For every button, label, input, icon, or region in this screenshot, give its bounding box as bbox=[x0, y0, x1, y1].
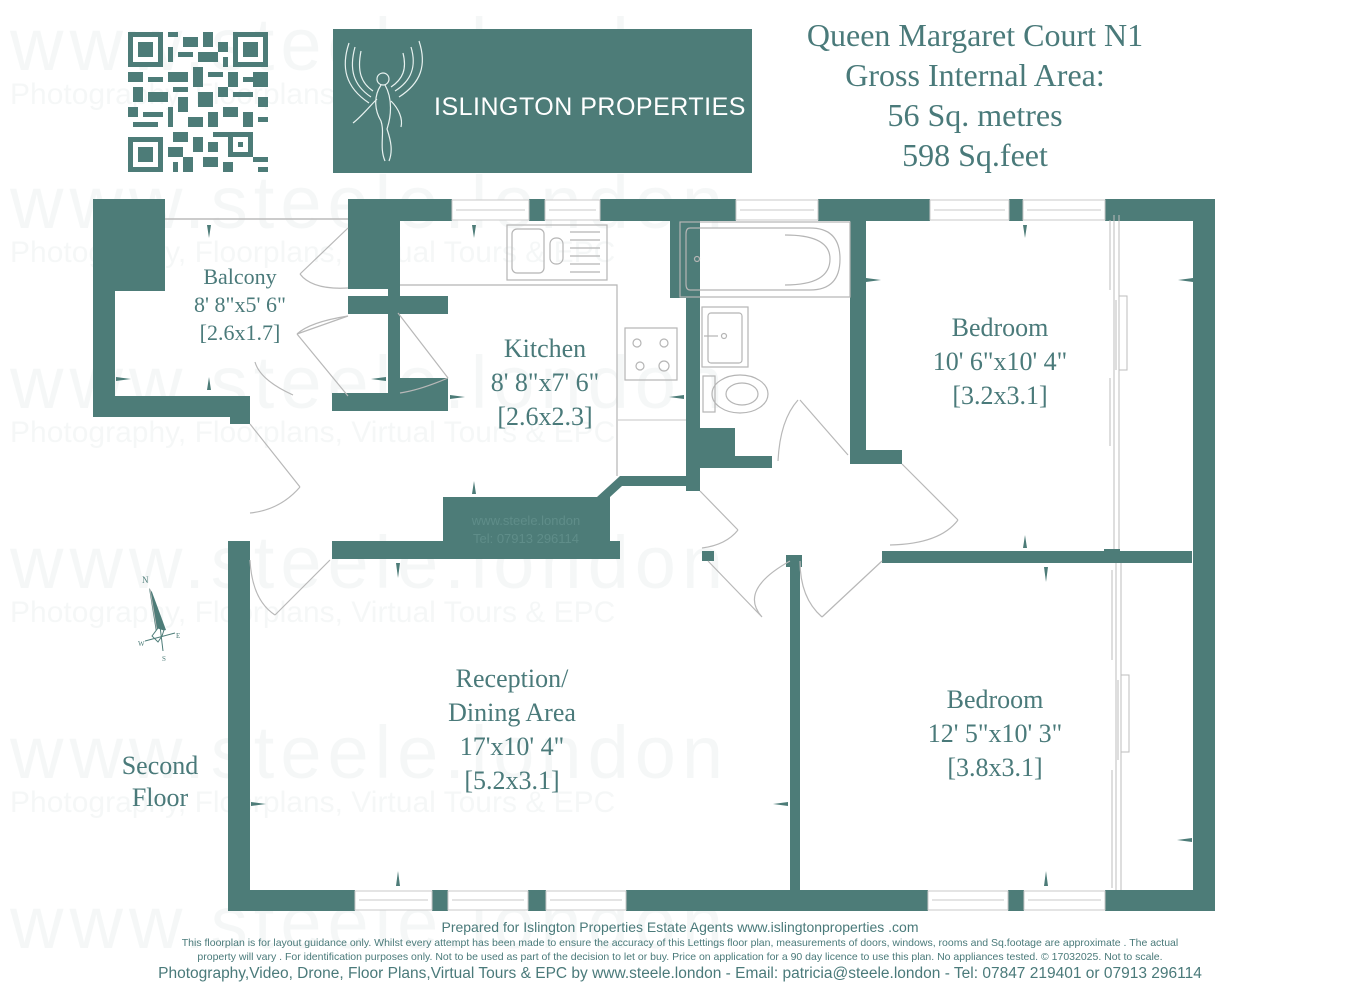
door-icon bbox=[254, 361, 294, 396]
credits-text: Photography,Video, Drone, Floor Plans,Vi… bbox=[158, 965, 1202, 982]
windows bbox=[354, 199, 1106, 911]
kitchen-sink-icon bbox=[506, 224, 608, 281]
room-dimensions-imperial: 10' 6"x10' 4" bbox=[932, 347, 1068, 376]
door-icon bbox=[397, 312, 449, 394]
walls bbox=[93, 199, 1215, 911]
washbasin-icon bbox=[701, 306, 749, 368]
room-name: Reception/ bbox=[455, 664, 569, 693]
disclaimer-line-2: property will vary . For identification … bbox=[197, 951, 1163, 963]
property-title-block: Queen Margaret Court N1 Gross Internal A… bbox=[760, 15, 1190, 175]
room-dimensions-imperial: 8' 8"x5' 6" bbox=[194, 292, 286, 317]
door-icon bbox=[299, 227, 349, 289]
room-name-line2: Dining Area bbox=[448, 698, 576, 727]
winged-figure-icon bbox=[344, 40, 423, 162]
area-label: Gross Internal Area: bbox=[845, 57, 1105, 93]
door-icon bbox=[249, 559, 331, 616]
room-dimensions-imperial: 12' 5"x10' 3" bbox=[927, 719, 1063, 748]
room-dimensions-metric: [3.2x3.1] bbox=[952, 381, 1048, 410]
room-label-bedroom-2: Bedroom 12' 5"x10' 3" [3.8x3.1] bbox=[890, 683, 1100, 785]
area-metric: 56 Sq. metres bbox=[887, 97, 1063, 133]
doors bbox=[249, 227, 959, 618]
room-name: Bedroom bbox=[946, 685, 1044, 714]
door-icon bbox=[777, 399, 849, 462]
room-dimensions-metric: [5.2x3.1] bbox=[464, 766, 560, 795]
room-dimensions-metric: [3.8x3.1] bbox=[947, 753, 1043, 782]
qr-code-icon[interactable] bbox=[128, 32, 268, 172]
compass-icon bbox=[144, 588, 176, 652]
room-name: Balcony bbox=[203, 264, 277, 289]
door-icon bbox=[699, 490, 739, 549]
wall-watermark-tel: Tel: 07913 296114 bbox=[473, 531, 579, 546]
door-icon bbox=[889, 463, 959, 546]
room-dimensions-metric: [2.6x2.3] bbox=[497, 402, 593, 431]
islington-properties-logo[interactable]: ISLINGTON PROPERTIES bbox=[333, 29, 752, 173]
area-imperial: 598 Sq.feet bbox=[902, 137, 1048, 173]
logo-brand-text: ISLINGTON PROPERTIES bbox=[434, 93, 746, 121]
fixtures bbox=[400, 221, 851, 476]
dimension-arrows bbox=[116, 225, 1193, 886]
wall-watermark-url: www.steele.london bbox=[471, 513, 580, 528]
compass-e-label: E bbox=[176, 632, 180, 640]
hob-icon bbox=[624, 327, 678, 381]
room-dimensions-imperial: 17'x10' 4" bbox=[459, 732, 565, 761]
compass-w-label: W bbox=[138, 640, 145, 648]
bathtub-icon bbox=[679, 221, 851, 298]
door-icon bbox=[296, 315, 349, 397]
room-label-reception: Reception/ Dining Area 17'x10' 4" [5.2x3… bbox=[412, 662, 612, 798]
room-name: Bedroom bbox=[951, 313, 1049, 342]
floor-label-line2: Floor bbox=[131, 783, 189, 812]
disclaimer-line-1: This floorplan is for layout guidance on… bbox=[181, 937, 1179, 949]
floor-label-line1: Second bbox=[121, 751, 199, 780]
room-label-kitchen: Kitchen 8' 8"x7' 6" [2.6x2.3] bbox=[455, 332, 635, 434]
sliding-wardrobe-doors bbox=[1109, 215, 1130, 890]
compass-s-label: S bbox=[162, 655, 166, 663]
door-icon bbox=[249, 423, 301, 514]
prepared-for-text: Prepared for Islington Properties Estate… bbox=[441, 919, 919, 935]
compass-n-label: N bbox=[142, 575, 149, 585]
room-dimensions-imperial: 8' 8"x7' 6" bbox=[490, 368, 600, 397]
room-dimensions-metric: [2.6x1.7] bbox=[199, 320, 281, 345]
room-label-balcony: Balcony 8' 8"x5' 6" [2.6x1.7] bbox=[150, 263, 330, 347]
footer: Prepared for Islington Properties Estate… bbox=[0, 918, 1360, 984]
door-icon bbox=[707, 560, 791, 618]
toilet-icon bbox=[702, 374, 769, 414]
room-label-bedroom-1: Bedroom 10' 6"x10' 4" [3.2x3.1] bbox=[900, 311, 1100, 413]
property-name: Queen Margaret Court N1 bbox=[806, 17, 1144, 53]
door-icon bbox=[799, 560, 883, 618]
room-name: Kitchen bbox=[503, 334, 587, 363]
floor-label: Second Floor bbox=[100, 750, 220, 814]
